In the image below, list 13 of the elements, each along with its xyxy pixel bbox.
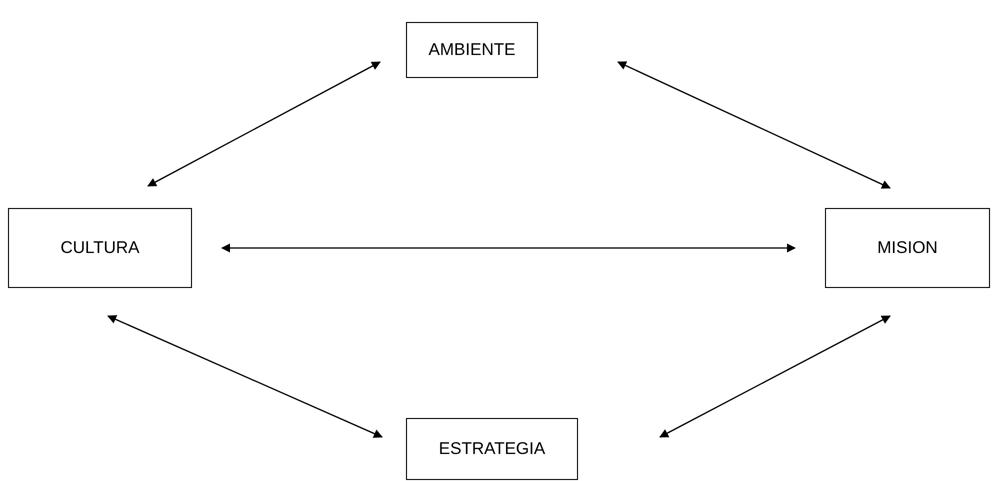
- concept-box: [8, 208, 192, 288]
- double-arrow: [147, 61, 381, 187]
- double-arrow: [221, 243, 796, 253]
- double-arrow: [659, 315, 891, 438]
- box-label: CULTURA: [60, 237, 140, 260]
- box-label: ESTRATEGIA: [438, 438, 546, 460]
- concept-box: [406, 22, 538, 78]
- concept-box: [406, 418, 578, 480]
- box-label: MISION: [877, 237, 938, 260]
- box-label: AMBIENTE: [428, 39, 516, 62]
- double-arrow: [617, 61, 891, 189]
- double-arrow: [107, 315, 383, 438]
- concept-box: [825, 208, 990, 288]
